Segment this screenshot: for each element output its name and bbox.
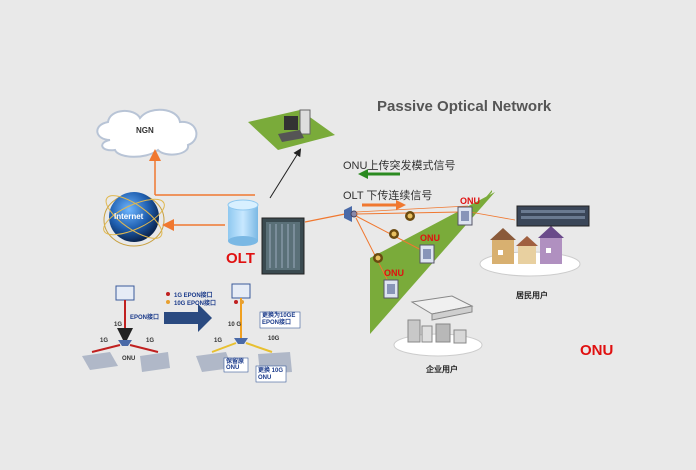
mini-left-diagram [82, 285, 170, 372]
internet-label: Internet [114, 212, 144, 221]
residential-houses [479, 226, 581, 277]
management-pc [248, 109, 335, 150]
link-residential [469, 211, 516, 221]
fiber-spool-1 [405, 211, 415, 221]
mini-right-1g: 1G [214, 338, 223, 344]
onu-device-1 [457, 206, 473, 226]
legend-1g: 1G EPON接口 [174, 293, 213, 299]
replace-onu-note: 更换 10G ONU [258, 368, 284, 381]
mini-left-epon-port: EPON接口 [130, 315, 160, 321]
downstream-label: OLT 下传连续信号 [343, 190, 433, 202]
enterprise-label: 企业用户 [426, 365, 458, 374]
onu-device-3 [383, 279, 399, 299]
mini-right-diagram [166, 283, 301, 383]
upstream-label: ONU上传突发模式信号 [343, 160, 456, 172]
mini-left-1g-right: 1G [146, 338, 155, 344]
page-title: Passive Optical Network [377, 98, 552, 115]
fiber-onu-3 [355, 217, 391, 286]
upgrade-arrow [164, 304, 212, 332]
onu-label-1: ONU [460, 196, 480, 206]
mini-right-10g: 10G [268, 336, 280, 342]
onu-label-3: ONU [384, 268, 404, 278]
fiber-spool-3 [373, 253, 383, 263]
ngn-cloud [96, 108, 198, 158]
arrow-olt-pc [269, 148, 302, 199]
enterprise-buildings [393, 319, 483, 357]
olt-equipment [227, 199, 305, 275]
residential-switch [516, 205, 590, 227]
keep-onu-note: 保留原 ONU [226, 359, 245, 371]
mini-left-1g-left: 1G [100, 338, 109, 344]
mini-right-10g-vertical: 10 G [228, 322, 242, 328]
olt-label: OLT [226, 250, 255, 267]
fiber-trunk [304, 213, 346, 223]
mini-left-1g-vertical: 1G [114, 322, 123, 328]
enterprise-modem [410, 295, 474, 321]
fiber-spool-2 [389, 229, 399, 239]
onu-big-label: ONU [580, 342, 614, 359]
ngn-label: NGN [136, 126, 154, 135]
residential-label: 居民用户 [516, 291, 548, 300]
onu-device-2 [419, 244, 435, 264]
onu-label-2: ONU [420, 233, 440, 243]
optical-splitter [344, 206, 358, 222]
upgrade-port-note: 更换为10GE EPON接口 [262, 313, 296, 326]
mini-left-onu: ONU [122, 356, 136, 362]
legend-10g: 10G EPON接口 [174, 301, 217, 307]
